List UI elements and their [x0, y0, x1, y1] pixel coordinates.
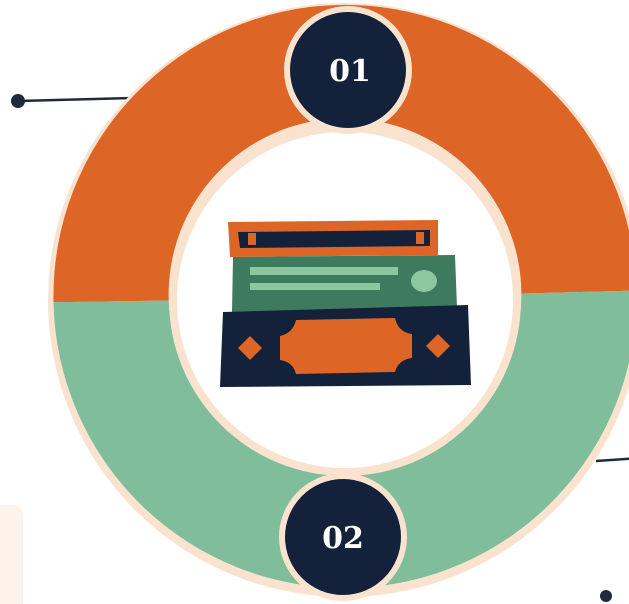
step-number-01: 01 [329, 54, 371, 89]
segment-02 [53, 290, 629, 589]
connector-bottom-right [595, 457, 629, 602]
connector-dot-icon [600, 590, 612, 602]
connector-dot-icon [11, 94, 25, 108]
connector-top-left [11, 94, 133, 108]
segment-01 [53, 4, 629, 303]
background-card-edge [0, 505, 23, 604]
step-number-02: 02 [322, 521, 364, 556]
money-stack-icon [220, 220, 471, 387]
step-badge-02: 02 [279, 473, 407, 601]
step-badge-01: 01 [284, 6, 412, 134]
